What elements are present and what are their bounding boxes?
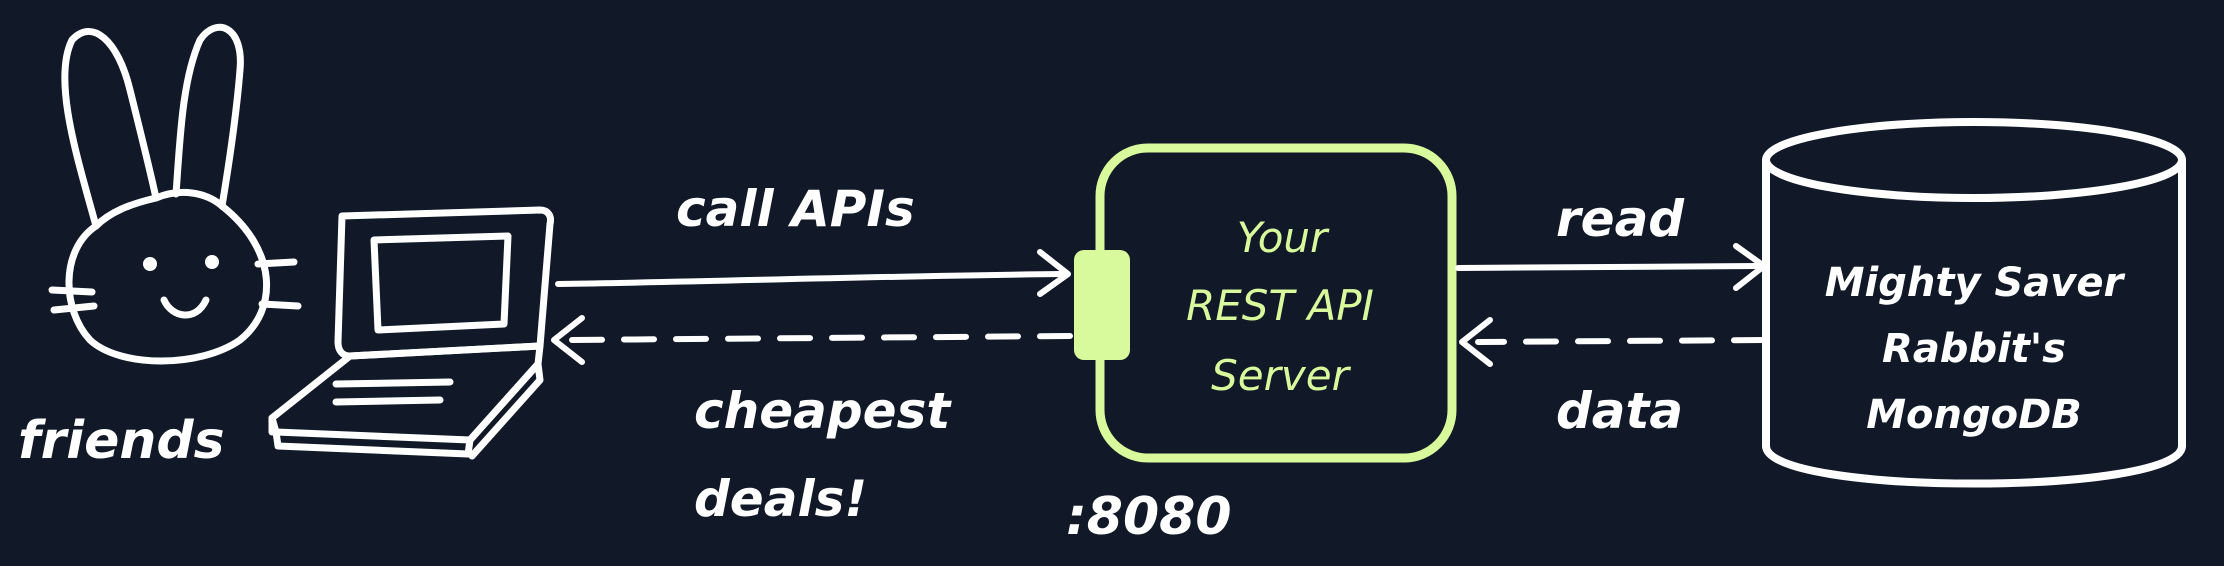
data-label: data	[1556, 382, 1683, 440]
database-label-line2: Rabbit's	[1882, 326, 2066, 372]
client-label: friends	[18, 411, 225, 471]
server-title-line2: REST API	[1186, 281, 1374, 330]
laptop-icon	[268, 206, 554, 460]
database-cylinder-icon	[1762, 118, 2186, 488]
server-title-line1: Your	[1237, 213, 1330, 262]
server-port-connector	[1074, 250, 1130, 360]
bunny-icon	[48, 23, 302, 365]
read-arrow	[1455, 243, 1767, 291]
database-label-line3: MongoDB	[1866, 392, 2082, 438]
database-label-line1: Mighty Saver	[1825, 260, 2126, 306]
response-label-line1: cheapest	[694, 382, 952, 440]
request-arrow	[555, 249, 1071, 297]
read-label: read	[1556, 190, 1685, 248]
request-label: call APIs	[676, 180, 915, 238]
response-label-line2: deals!	[694, 470, 867, 528]
bunny-eyes	[143, 255, 219, 271]
data-arrow	[1459, 317, 1767, 367]
response-arrow	[551, 315, 1073, 365]
server-title-line3: Server	[1211, 351, 1351, 400]
server-port-label: :8080	[1066, 487, 1232, 547]
